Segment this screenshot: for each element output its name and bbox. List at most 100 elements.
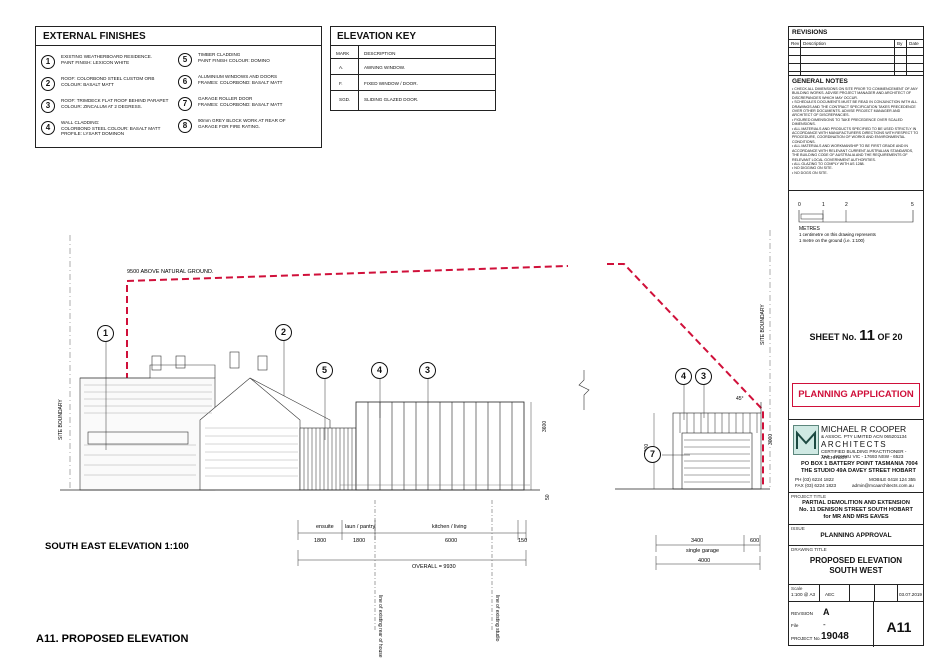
finish-number-7: 7	[178, 97, 192, 111]
callout-2: 2	[275, 324, 292, 341]
planning-label: PLANNING APPLICATION	[798, 389, 914, 400]
issue-label: ISSUE	[791, 526, 805, 531]
drawn-value: AEC	[825, 592, 835, 597]
firm-address-1: PO BOX 1 BATTERY POINT TASMANIA 7004	[801, 461, 918, 467]
dim-3600: 3600	[542, 421, 548, 432]
firm-address-2: THE STUDIO 49A DAVEY STREET HOBART	[801, 468, 916, 474]
general-note: • SCHEDULES DOCUMENTS MUST BE READ IN CO…	[792, 100, 918, 118]
revision-value: A	[823, 607, 830, 617]
firm-email: admin@mcaarchitects.com.au	[852, 483, 914, 488]
firm-mobile: MOBILE 0418 124 355	[869, 477, 916, 482]
finish-number-1: 1	[41, 55, 55, 69]
finish-number-3: 3	[41, 99, 55, 113]
issue-value: PLANNING APPROVAL	[820, 532, 892, 539]
height-line-label: 9500 ABOVE NATURAL GROUND.	[127, 269, 214, 275]
key-description: FIXED WINDOW / DOOR.	[364, 81, 418, 86]
finish-text-line: GARAGE FOR FIRE RATING.	[198, 123, 260, 129]
callout-4: 4	[371, 362, 388, 379]
finish-text-line: PROFILE: LYSART DOMINON	[61, 131, 125, 137]
firm-reg: TAS - CC682U VIC - 17693 NSW - 6523	[821, 454, 904, 459]
key-row-divider	[331, 58, 495, 59]
site-boundary-right: SITE BOUNDARY	[760, 304, 766, 345]
garage-block	[615, 402, 770, 490]
planning-application-stamp: PLANNING APPLICATION	[792, 383, 920, 407]
general-note: • NO DOGS ON SITE.	[792, 170, 828, 175]
finish-text-line: PAINT FINISH: LEXICON WHITE	[61, 59, 130, 65]
dim-end: 150	[518, 538, 527, 544]
title-block: REVISIONS Rev Description By Date GENERA…	[788, 26, 924, 647]
rear-house-note: line of existing rear of house	[377, 595, 383, 658]
scale-tick-0: 0	[798, 202, 801, 208]
elevation-drawing: 9500 ABOVE NATURAL GROUND. SITE BOUNDARY…	[36, 230, 774, 658]
file-label: File	[791, 623, 799, 628]
finish-number-4: 4	[41, 121, 55, 135]
callout-5: 5	[316, 362, 333, 379]
dim-kitchen: 6000	[445, 538, 457, 544]
key-mark: A.	[339, 65, 344, 70]
file-value: -	[823, 620, 826, 629]
firm-name: MICHAEL R COOPER	[821, 424, 907, 434]
drawing-title-label: DRAWING TITLE	[791, 547, 827, 552]
finish-text-line: FRAMES: COLORBOND: BASALT MATT	[198, 79, 283, 85]
general-notes-list: • CHECK ALL DIMENSIONS ON SITE PRIOR TO …	[792, 87, 920, 175]
scale-label: Scale	[791, 586, 803, 591]
revisions-title: REVISIONS	[792, 29, 828, 36]
elevation-key-panel: ELEVATION KEY MARK DESCRIPTION A.AWNING …	[330, 26, 496, 111]
dim-laundry: 1800	[353, 538, 365, 544]
scale-note-2: 1 metre on the ground (i.e. 1:100)	[799, 238, 865, 243]
sheet-of: OF 20	[877, 332, 903, 342]
drawing-title-1: PROPOSED ELEVATION	[809, 556, 903, 565]
firm-cert: CERTIFIED BUILDING PRACTITIONER - ARCHIT…	[821, 449, 907, 460]
date-value: 03.07.2019	[899, 592, 922, 597]
rev-col-by: By	[897, 41, 903, 46]
firm-logo	[793, 425, 819, 455]
revision-label: REVISION	[791, 611, 813, 616]
general-note: • CHECK ALL DIMENSIONS ON SITE PRIOR TO …	[792, 87, 918, 100]
scale-value: 1:100 @ A3	[791, 592, 816, 597]
firm-sub: & ASSOC. PTY LIMITED ACN 065201134	[821, 434, 907, 439]
sheet-no: 11	[859, 327, 875, 344]
scale-unit: METRES	[799, 226, 821, 232]
overall-dim: OVERALL = 9930	[412, 564, 456, 570]
callout-7: 7	[644, 446, 661, 463]
project-line-2: No. 11 DENISON STREET SOUTH HOBART	[799, 507, 913, 513]
dim-50: 50	[545, 494, 551, 500]
general-note: • ALL GLAZING TO COMPLY WITH AS 1288.	[792, 161, 865, 166]
key-description: SLIDING GLAZED DOOR.	[364, 97, 419, 102]
sheet-title: A11. PROPOSED ELEVATION	[36, 633, 188, 645]
scale-bar: 0 1 2 5 METRES 1 centimetre on this draw…	[798, 202, 914, 243]
callout-3: 3	[419, 362, 436, 379]
dim-3000-right: 3000	[768, 434, 774, 445]
dim-ensuite: 1800	[314, 538, 326, 544]
existing-studio-note: line of existing studio	[494, 595, 500, 642]
key-row-divider	[331, 74, 495, 75]
callout-3b: 3	[695, 368, 712, 385]
external-finishes-panel: EXTERNAL FINISHES 1 EXISTING WEATHERBOARD…	[35, 26, 322, 148]
room-kitchen-living: kitchen / living	[432, 524, 467, 530]
finish-number-8: 8	[178, 119, 192, 133]
general-note: • FIGURED DIMENSIONS TO TAKE PRECEDENCE …	[792, 117, 903, 127]
finish-text-line: COLOUR: BASALT MATT	[61, 81, 114, 87]
general-note: • NO DIGGING ON SITE.	[792, 166, 833, 171]
scale-note-1: 1 centimetre on this drawing represents	[799, 232, 877, 237]
key-row-divider	[331, 90, 495, 91]
room-laundry-pantry: laun / pantry	[345, 524, 376, 530]
finish-text-line: PAINT FINISH COLOUR: DOMINO	[198, 57, 270, 63]
extension-block	[355, 401, 525, 491]
garage-dim-3400: 3400	[691, 538, 703, 544]
garage-dim-600: 600	[750, 538, 759, 544]
rev-col-date: Date	[909, 41, 919, 46]
key-mark: SGD.	[339, 97, 351, 102]
garage-total: 4000	[698, 558, 710, 564]
external-finishes-title: EXTERNAL FINISHES	[43, 31, 146, 42]
rev-col-desc: Description	[803, 41, 826, 46]
firm-architects: ARCHITECTS	[821, 440, 888, 449]
rev-col-rev: Rev	[791, 41, 800, 46]
finish-text-1: EXISTING WEATHERBOARD RESIDENCE.PAINT FI…	[61, 54, 181, 65]
firm-fax: FAX (03) 6224 1823	[795, 483, 837, 488]
